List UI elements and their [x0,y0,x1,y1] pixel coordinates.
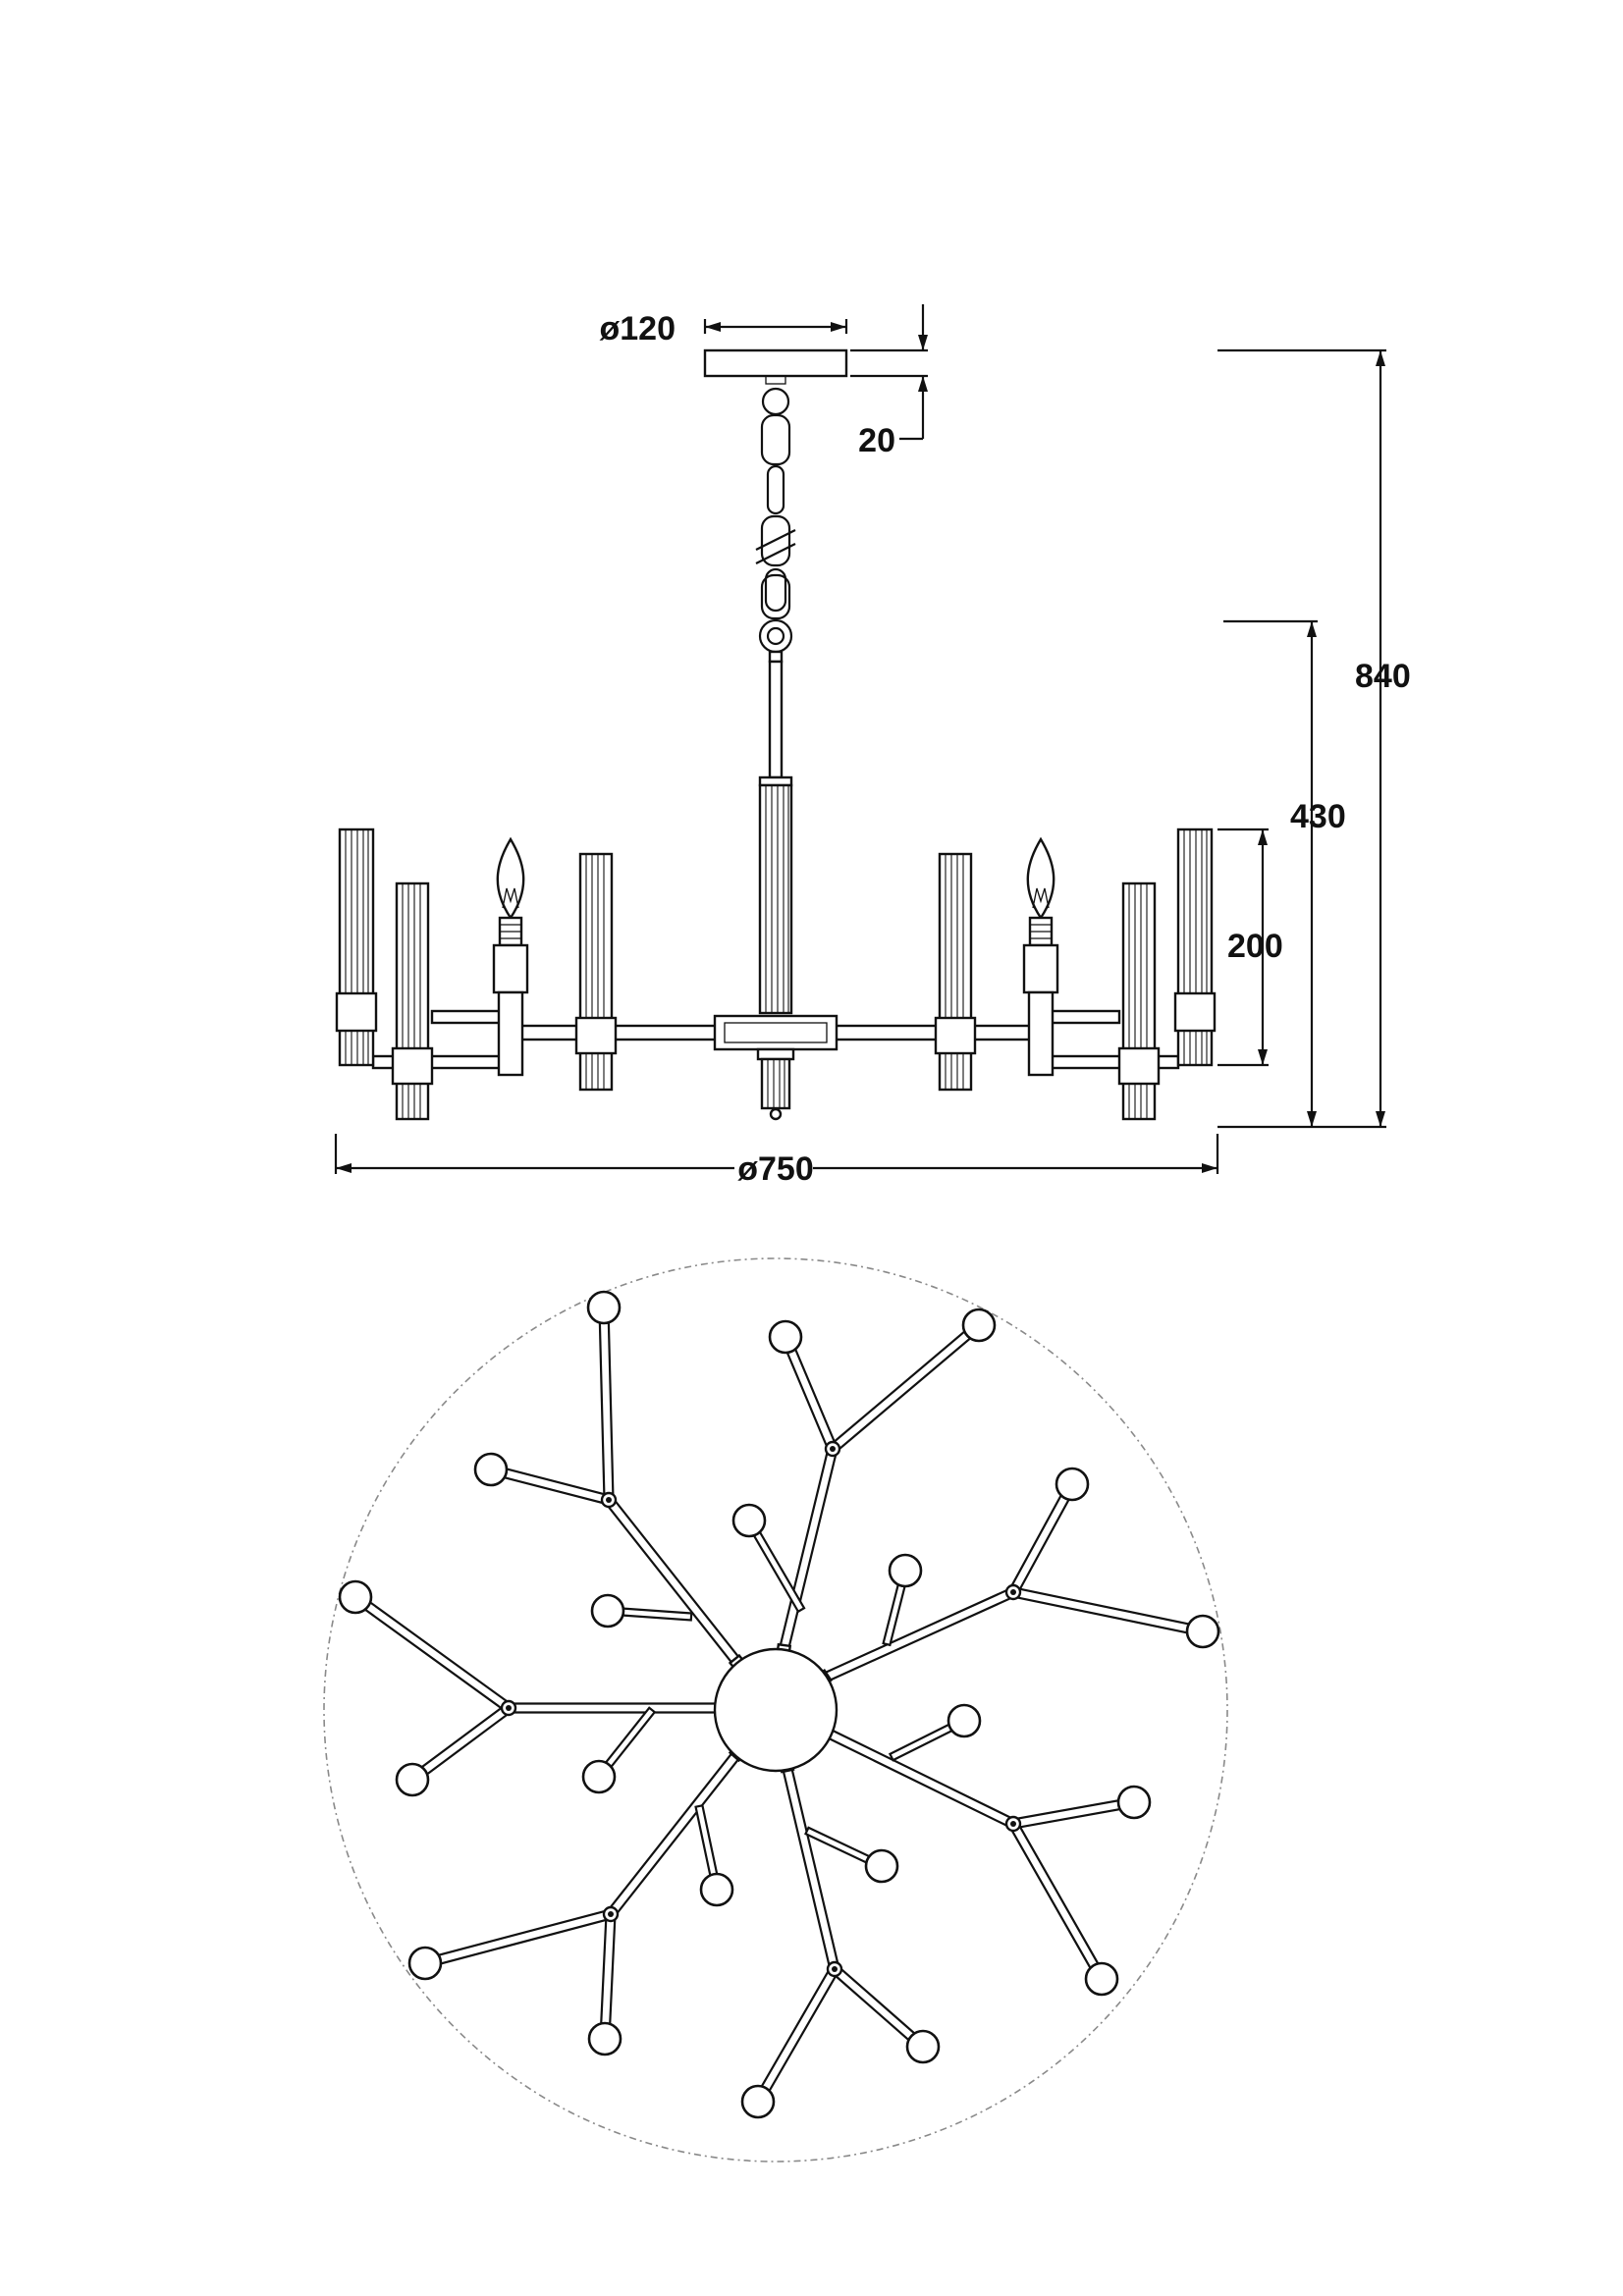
inner-stub-ball-3 [947,1703,982,1738]
label-overall-height: 840 [1355,658,1411,695]
right-bulb [1022,836,1059,1077]
branch-6-tip-rod-1 [351,1591,514,1714]
branch-3-joint-center [1010,1821,1016,1827]
branch-1-tip-rod-2 [828,1320,984,1454]
branch-6-ball-2 [395,1762,430,1797]
branch-5-ball-1 [407,1946,443,1981]
branch-7-tip-rod-1 [598,1306,615,1502]
branch-5-ball-2 [587,2021,622,2056]
inner-stub-ball-1 [731,1503,767,1538]
branch-7-ball-2 [473,1452,509,1487]
label-candle-height: 200 [1227,928,1283,965]
canopy [703,348,848,378]
inner-stub-ball-5 [699,1872,734,1907]
plan-arms [338,1290,1220,2119]
chain [755,375,796,664]
branch-2-ball-1 [1055,1467,1090,1502]
dim-canopy-diameter: ø120 [600,310,848,347]
branch-1-joint-center [830,1446,836,1452]
branch-arm-7 [603,1495,744,1669]
plan-hub [713,1647,839,1773]
inner-stub-ball-7 [590,1593,625,1629]
dim-candle-height: 200 [1217,828,1283,1067]
inner-stub-ball-4 [864,1848,899,1884]
branch-4-ball-1 [905,2029,941,2064]
label-canopy-diameter: ø120 [600,310,676,347]
dim-canopy-height: 20 [850,304,928,459]
branch-3-ball-2 [1084,1961,1119,1997]
left-bulb [492,836,529,1077]
branch-4-ball-2 [740,2084,776,2119]
label-canopy-height: 20 [858,422,895,459]
branch-3-tip-rod-1 [1010,1796,1137,1830]
inner-stub-ball-2 [888,1553,923,1588]
branch-arm-6 [507,1702,730,1714]
branch-arm-1 [778,1446,839,1654]
branch-2-tip-rod-2 [1010,1586,1206,1637]
branch-5-tip-rod-1 [422,1908,614,1969]
branch-3-tip-rod-2 [1007,1820,1108,1983]
central-column [758,783,793,1015]
downrod-collar [758,775,793,787]
branch-6-joint-center [506,1705,512,1711]
branch-5-joint-center [608,1911,614,1917]
branch-7-ball-1 [586,1290,622,1325]
plan-view [323,1257,1228,2163]
dim-overall-diameter: ø750 [334,1134,1219,1188]
label-body-height: 430 [1290,798,1346,835]
branch-5-tip-rod-2 [599,1912,617,2041]
branch-7-joint-center [606,1497,612,1503]
downrod [768,660,784,779]
dim-overall-height: 840 [1217,348,1411,1129]
label-overall-diameter: ø750 [737,1150,814,1188]
branch-1-ball-2 [961,1308,997,1343]
dim-body-height: 430 [1223,619,1346,1127]
central-hub [713,1014,839,1051]
branch-arm-2 [819,1586,1017,1684]
branch-arm-4 [781,1762,840,1972]
overall-envelope-circle [323,1257,1228,2163]
branch-2-joint-center [1010,1589,1016,1595]
branch-4-tip-rod-2 [752,1965,840,2106]
side-arms [371,1009,1180,1070]
branch-4-joint-center [832,1966,838,1972]
branch-3-ball-1 [1116,1785,1152,1820]
branch-1-ball-1 [768,1319,803,1355]
inner-stub-ball-6 [581,1759,617,1794]
candle-tubes [335,828,1217,1121]
branch-6-ball-1 [338,1579,373,1615]
side-elevation: ø120 20 840 430 [334,304,1411,1188]
branch-2-ball-2 [1185,1614,1220,1649]
bottom-finial [756,1047,795,1121]
